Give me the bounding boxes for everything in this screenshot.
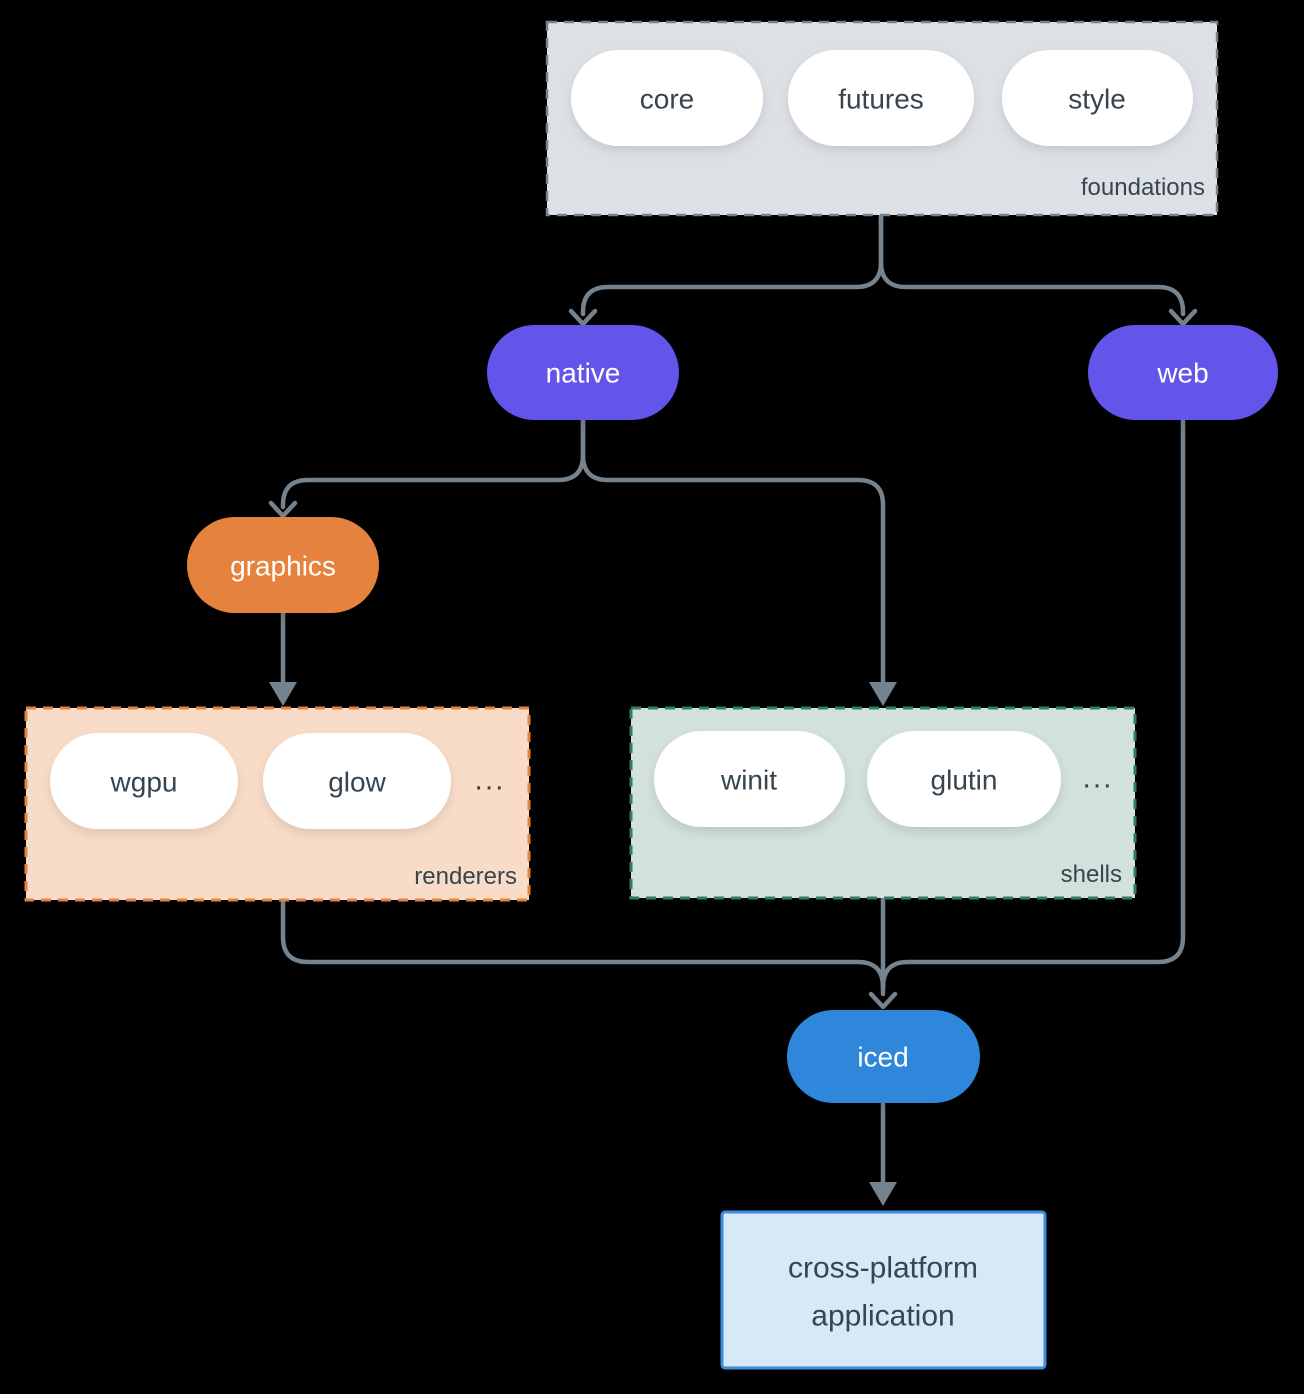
node-iced (787, 1010, 980, 1103)
node-futures (788, 50, 974, 146)
arrowhead-shells-icon (869, 682, 897, 706)
arrowhead-web-icon (1168, 308, 1198, 327)
renderers-group: wgpu glow ... renderers (24, 706, 531, 902)
node-winit-label: winit (720, 765, 777, 796)
node-native (487, 325, 679, 420)
edge-renderers-to-iced (280, 897, 886, 990)
application-label-line2: application (811, 1300, 954, 1333)
edges (268, 212, 1198, 1206)
node-native-label: native (546, 358, 621, 389)
edge-native-to-shells (580, 417, 886, 687)
node-glow (263, 733, 451, 829)
node-glutin-label: glutin (931, 765, 998, 796)
node-web (1088, 325, 1278, 420)
edge-foundations-to-native (580, 212, 884, 317)
arrowhead-renderers-icon (269, 682, 297, 706)
node-wgpu (50, 733, 238, 829)
arrowhead-graphics-icon (268, 500, 298, 519)
edge-web-to-iced (880, 417, 1186, 990)
arrowhead-iced-icon (868, 991, 898, 1010)
foundations-group: core futures style foundations (545, 20, 1219, 217)
application-label-line1: cross-platform (788, 1252, 978, 1285)
node-futures-label: futures (838, 84, 924, 115)
application-box (720, 1210, 1047, 1370)
node-glow-label: glow (328, 767, 386, 798)
node-wgpu-label: wgpu (110, 767, 178, 798)
edge-native-to-graphics (280, 417, 586, 510)
shells-group: winit glutin ... shells (629, 706, 1137, 900)
node-style-label: style (1068, 84, 1126, 115)
shells-box-label: shells (1061, 861, 1122, 888)
node-winit (654, 731, 845, 827)
application-group: cross-platform application (720, 1210, 1047, 1370)
renderers-box-label: renderers (414, 863, 517, 890)
node-web-label: web (1156, 358, 1208, 389)
arrowhead-application-icon (869, 1182, 897, 1206)
shells-ellipsis: ... (1082, 762, 1113, 795)
node-iced-label: iced (857, 1042, 908, 1073)
node-core-label: core (640, 84, 694, 115)
node-glutin (867, 731, 1061, 827)
node-core (571, 50, 763, 146)
node-style (1002, 50, 1193, 146)
node-graphics (187, 517, 379, 613)
arrowhead-native-icon (568, 308, 598, 327)
foundations-box-label: foundations (1081, 174, 1205, 201)
renderers-ellipsis: ... (474, 764, 505, 797)
node-graphics-label: graphics (230, 551, 336, 582)
edge-foundations-to-web (878, 212, 1186, 317)
